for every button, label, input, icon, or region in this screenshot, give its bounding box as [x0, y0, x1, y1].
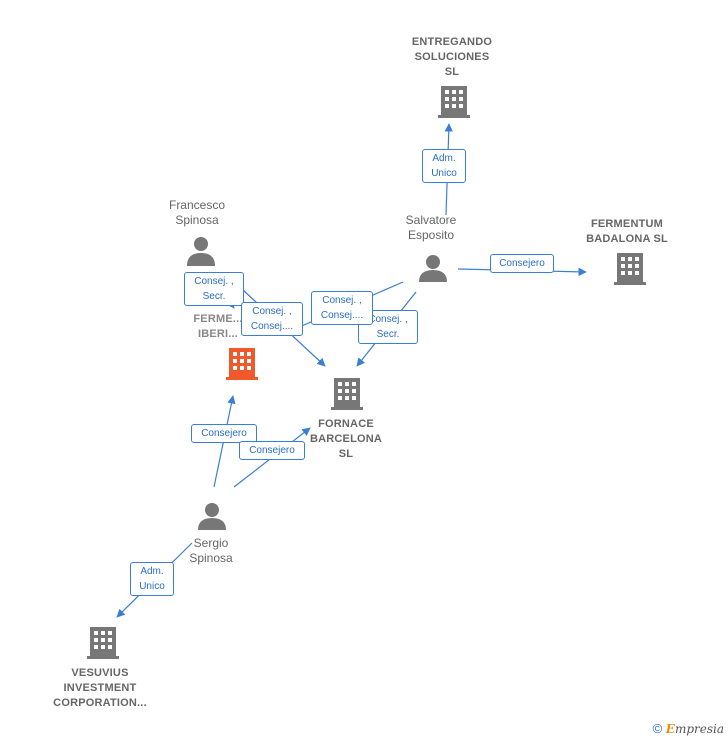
edge-label-sergio-fornace[interactable]: Consejero — [239, 441, 305, 460]
edge-label-salv-fermentum[interactable]: Consejero — [490, 254, 554, 273]
copyright-icon: © — [652, 721, 663, 736]
node-label-fermentum-iberica[interactable]: FERME... IBERI... — [193, 313, 243, 340]
node-label-sergio[interactable]: Sergio Spinosa — [189, 536, 233, 565]
person-icon[interactable] — [419, 255, 447, 282]
building-icon[interactable] — [331, 378, 363, 410]
edge-label-fran-fornace[interactable]: Consej. , Consej.... — [241, 302, 303, 336]
building-icon-focus[interactable] — [226, 348, 258, 380]
edge-label-salv-fermiberica[interactable]: Consej. , Consej.... — [311, 291, 373, 325]
node-label-entregando[interactable]: ENTREGANDO SOLUCIONES SL — [411, 36, 493, 78]
edge-label-sergio-vesuvius[interactable]: Adm. Unico — [130, 562, 174, 596]
empresia-logo[interactable]: Empresia — [665, 722, 724, 736]
node-label-fermentum[interactable]: FERMENTUM BADALONA SL — [586, 218, 668, 245]
edge-label-salv-entregando[interactable]: Adm. Unico — [422, 149, 466, 183]
person-icon[interactable] — [187, 237, 215, 266]
building-icon[interactable] — [87, 627, 119, 659]
footer-brand: © Empresia — [653, 721, 724, 736]
edge-label-sergio-fermiberica[interactable]: Consejero — [191, 424, 257, 443]
building-icon[interactable] — [614, 253, 646, 285]
node-label-fornace[interactable]: FORNACE BARCELONA SL — [309, 418, 383, 460]
building-icon[interactable] — [438, 86, 470, 118]
node-label-salvatore[interactable]: Salvatore Esposito — [405, 213, 457, 242]
node-label-vesuvius[interactable]: VESUVIUS INVESTMENT CORPORATION... — [53, 667, 147, 709]
edge-label-fran-fermiberica[interactable]: Consej. , Secr. — [184, 272, 244, 306]
person-icon[interactable] — [198, 503, 226, 530]
node-label-francesco[interactable]: Francesco Spinosa — [168, 198, 226, 227]
